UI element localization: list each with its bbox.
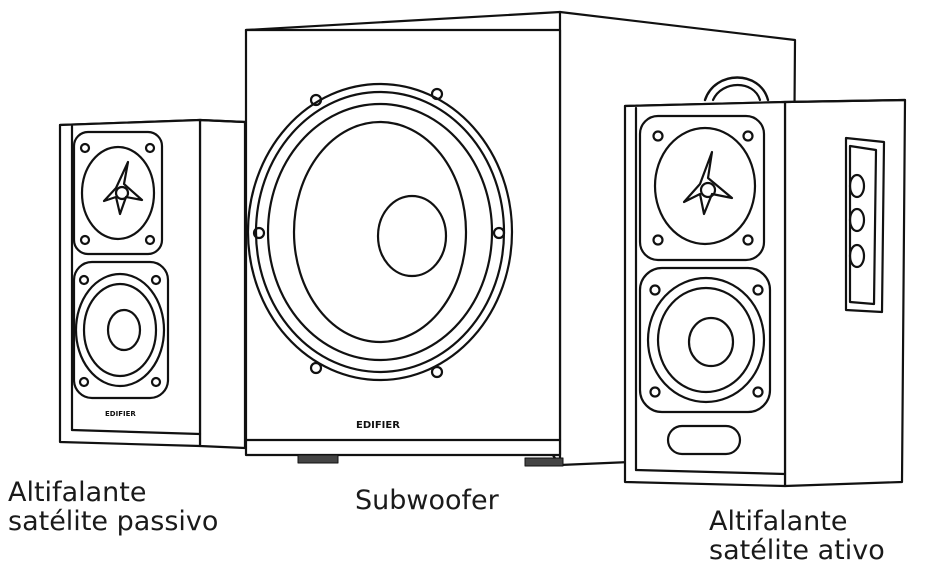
active-bass-port — [666, 424, 742, 456]
passive-tweeter-logo-icon — [102, 160, 144, 216]
active-front — [623, 100, 787, 488]
bass-knob — [848, 207, 866, 233]
label-subwoofer-line1: Subwoofer — [355, 485, 499, 516]
passive-side-panel — [198, 118, 247, 450]
subwoofer-driver — [246, 82, 514, 382]
subwoofer-front — [244, 28, 562, 457]
treble-knob — [848, 173, 866, 199]
label-subwoofer: Subwoofer — [355, 486, 499, 515]
label-passive-line2: satélite passivo — [8, 506, 219, 537]
label-passive-satellite: Altifalante satélite passivo — [8, 478, 218, 536]
label-active-satellite: Altifalante satélite ativo — [709, 507, 885, 565]
passive-satellite-speaker: EDIFIER — [58, 118, 247, 450]
subwoofer-foot-right — [524, 457, 564, 467]
subwoofer-logo: EDIFIER — [356, 420, 400, 431]
volume-knob — [848, 243, 866, 269]
label-passive-line1: Altifalante — [8, 477, 147, 508]
active-tweeter — [638, 114, 766, 262]
active-woofer — [638, 266, 772, 414]
passive-woofer — [72, 260, 170, 400]
speaker-system-diagram: EDIFIER EDIFIER — [58, 10, 907, 488]
subwoofer-foot-left — [297, 454, 339, 464]
passive-tweeter — [72, 130, 164, 256]
active-control-panel — [844, 136, 886, 314]
active-satellite-speaker — [623, 76, 907, 488]
passive-logo: EDIFIER — [105, 410, 136, 418]
label-active-line1: Altifalante — [709, 506, 848, 537]
active-tweeter-logo-icon — [682, 150, 734, 216]
